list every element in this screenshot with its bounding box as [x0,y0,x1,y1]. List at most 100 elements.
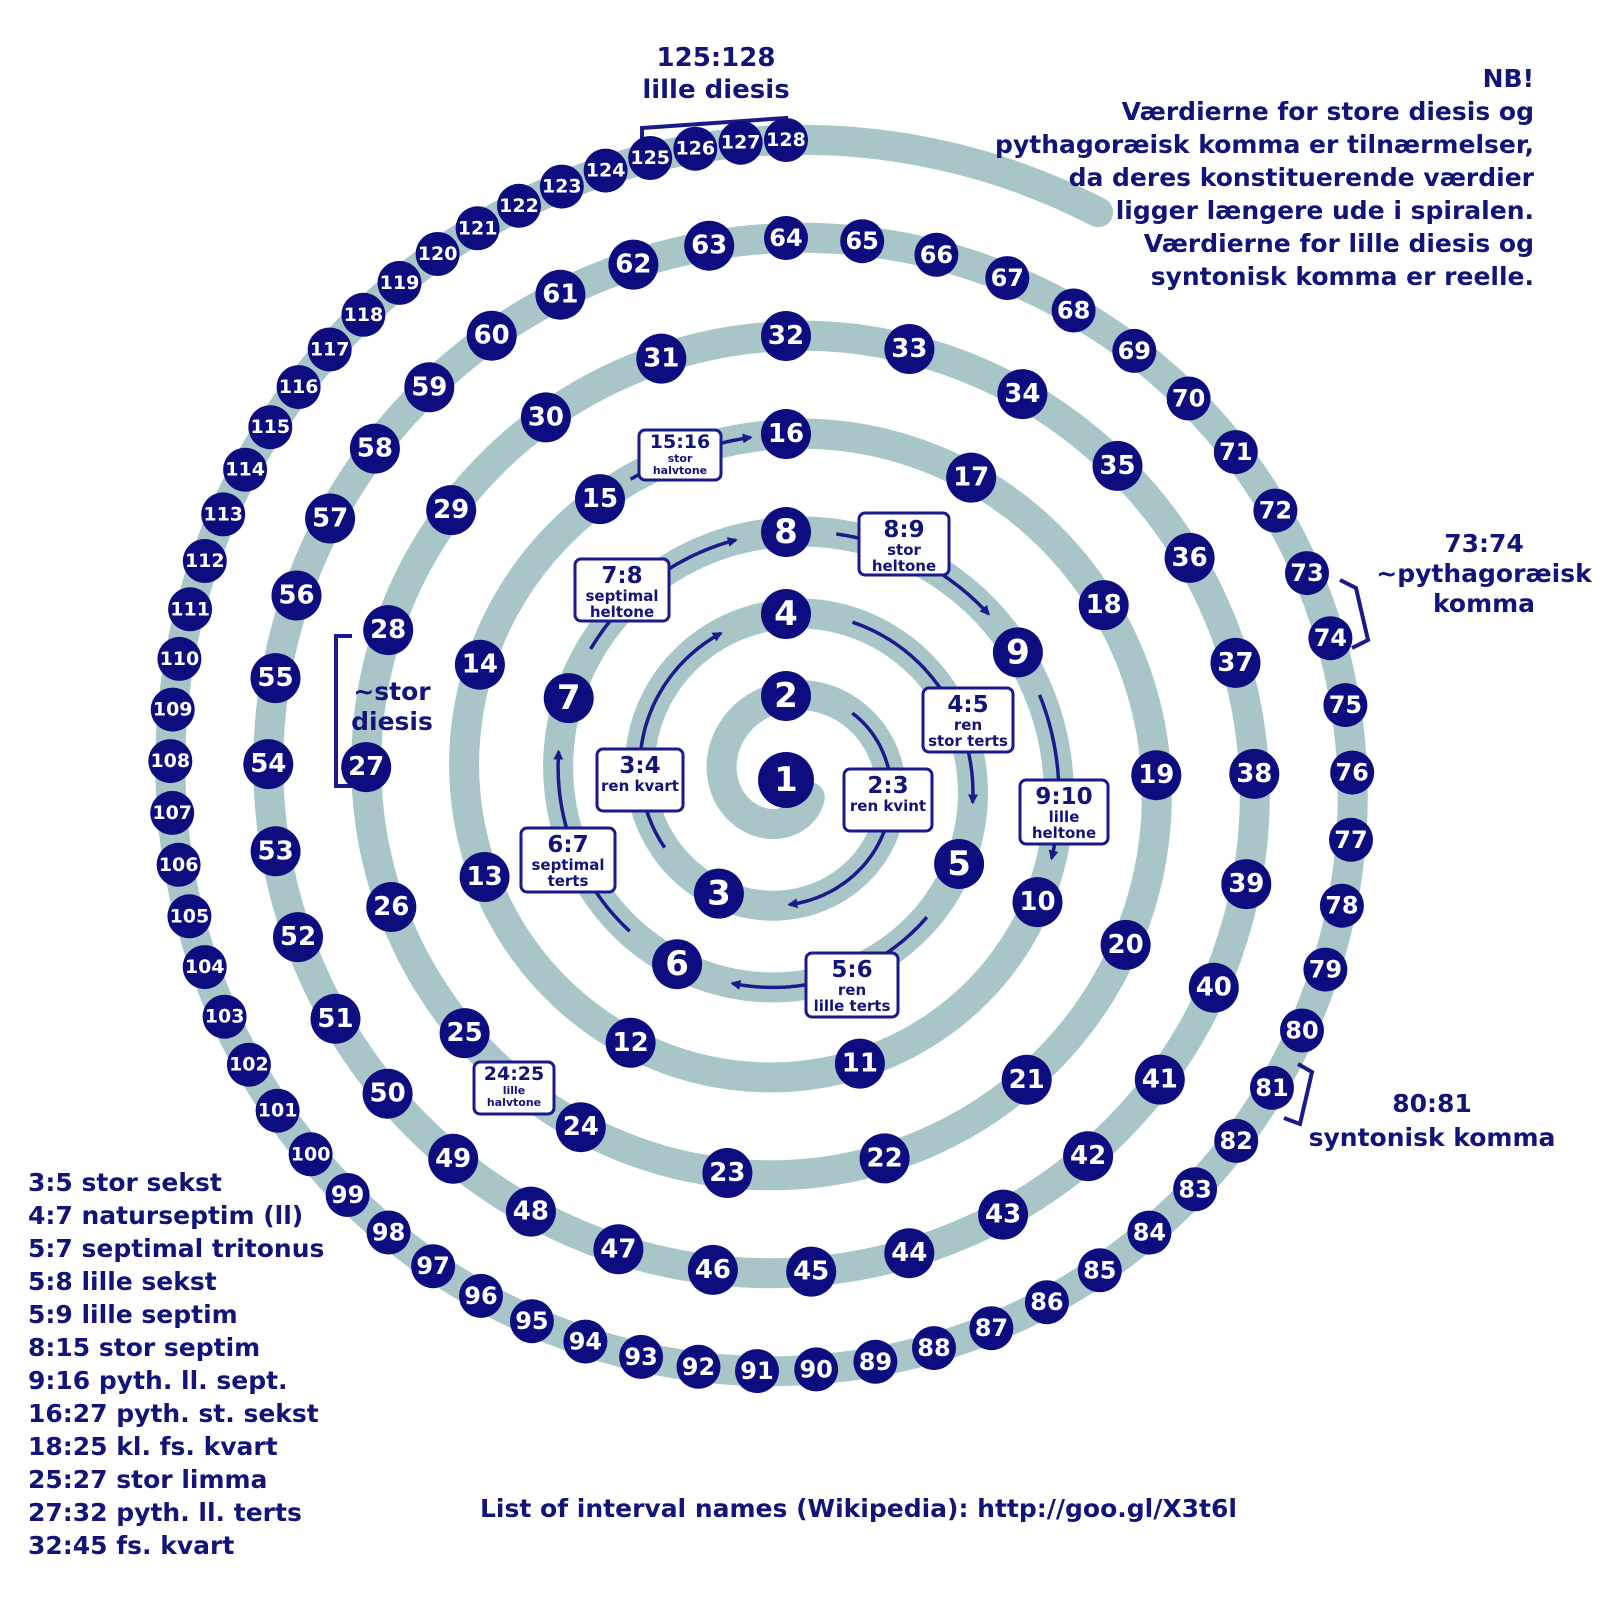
node-number: 121 [458,217,498,239]
node-number: 12 [613,1028,649,1058]
harmonic-node: 59 [404,362,455,413]
node-number: 40 [1196,973,1232,1003]
harmonic-node: 111 [168,587,213,632]
node-number: 18 [1086,590,1122,620]
node-number: 102 [229,1054,269,1076]
harmonic-node: 37 [1210,637,1261,688]
harmonic-node: 44 [884,1228,935,1279]
node-circle [563,1319,608,1364]
node-circle [466,310,517,361]
harmonic-node: 27 [341,742,392,793]
interval-legend: 3:5 stor sekst 4:7 naturseptim (ll) 5:7 … [28,1166,324,1562]
harmonic-node: 121 [455,206,500,251]
harmonic-node: 65 [840,219,885,264]
node-circle [914,232,959,277]
node-number: 78 [1325,892,1358,920]
node-circle [1024,1280,1069,1325]
node-circle [150,687,195,732]
interval-ratio: 3:4 [619,753,660,779]
harmonic-node: 10 [1012,877,1063,928]
harmonic-node: 92 [676,1344,721,1389]
legend-item: 5:8 lille sekst [28,1267,217,1296]
node-number: 22 [867,1143,903,1173]
harmonic-node: 24 [555,1102,606,1153]
harmonic-node: 31 [636,333,687,384]
node-number: 112 [185,550,225,572]
node-circle [226,1042,271,1087]
node-circle [593,1224,644,1275]
harmonic-node: 117 [307,327,352,372]
harmonic-node: 41 [1134,1054,1185,1105]
node-number: 70 [1172,385,1205,413]
node-circle [201,492,246,537]
node-circle [167,894,212,939]
node-number: 25 [447,1018,483,1048]
harmonic-node: 40 [1188,962,1239,1013]
node-number: 64 [769,224,802,252]
node-number: 126 [675,138,715,160]
node-number: 42 [1070,1141,1106,1171]
node-circle [1250,1065,1294,1110]
node-number: 66 [920,241,953,269]
harmonic-node: 93 [619,1334,664,1379]
bracket-line [1339,578,1371,650]
node-circle [946,452,997,503]
node-circle [555,1102,606,1153]
node-circle [250,826,301,877]
node-circle [1303,947,1348,992]
node-circle [758,752,814,808]
legend-item: 25:27 stor limma [28,1465,268,1494]
node-number: 97 [416,1252,449,1280]
node-number: 86 [1030,1288,1063,1316]
node-circle [156,842,201,887]
harmonic-node: 45 [786,1246,837,1297]
node-circle [786,1246,837,1297]
harmonic-node: 77 [1329,817,1373,862]
harmonic-node: 78 [1319,883,1364,928]
node-number: 125 [630,147,670,169]
harmonic-node: 29 [426,485,477,536]
node-circle [520,392,571,443]
node-number: 117 [310,339,350,361]
interval-ratio: 6:7 [547,832,588,858]
node-number: 74 [1314,624,1347,652]
node-number: 107 [152,802,192,824]
node-circle [1001,1054,1052,1105]
harmonic-node: 114 [223,447,268,492]
node-number: 100 [291,1143,331,1165]
pythagoraeisk-komma-label: 73:74 [1444,529,1524,558]
harmonic-node: 1 [758,752,814,808]
node-number: 111 [170,598,210,620]
interval-ratio: 15:16 [650,431,710,453]
harmonic-node: 66 [914,232,959,277]
interval-name: lille terts [814,997,891,1015]
interval-box-frame [519,826,617,894]
node-number: 128 [766,129,806,151]
lille-diesis-label: lille diesis [642,75,789,105]
harmonic-node: 47 [593,1224,644,1275]
node-number: 82 [1219,1127,1252,1155]
harmonic-node: 91 [735,1349,779,1394]
harmonic-node: 61 [535,269,586,320]
node-number: 62 [615,250,651,280]
nb-note-line: da deres konstituerende værdier [1068,163,1534,192]
node-number: 99 [331,1181,364,1209]
legend-item: 8:15 stor septim [28,1333,261,1362]
node-number: 17 [953,463,989,493]
interval-box-frame [804,951,900,1019]
node-circle [840,219,885,264]
interval-box-frame [472,1060,556,1116]
node-circle [1229,748,1280,799]
node-number: 108 [150,750,190,772]
harmonic-node: 119 [377,260,422,305]
pythagoraeisk-komma-label: komma [1433,589,1535,618]
harmonic-node: 89 [853,1339,898,1384]
stor-diesis-label: diesis [351,707,433,736]
node-number: 47 [600,1234,636,1264]
node-circle [377,260,422,305]
node-circle [1078,580,1129,631]
node-circle [426,485,477,536]
